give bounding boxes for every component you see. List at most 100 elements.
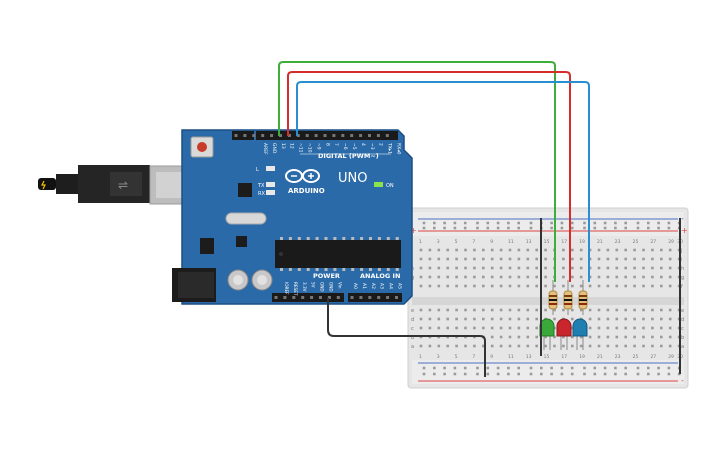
- breadboard-hole[interactable]: [526, 317, 530, 321]
- breadboard-hole[interactable]: [642, 335, 645, 339]
- rail-hole[interactable]: [486, 221, 490, 225]
- breadboard-hole[interactable]: [446, 308, 449, 312]
- breadboard-hole[interactable]: [499, 257, 503, 261]
- breadboard-hole[interactable]: [517, 344, 521, 348]
- breadboard-hole[interactable]: [562, 335, 565, 339]
- rail-hole[interactable]: [667, 221, 671, 225]
- power-pin-hole[interactable]: [336, 296, 340, 299]
- breadboard-hole[interactable]: [473, 284, 476, 288]
- breadboard-hole[interactable]: [544, 257, 547, 261]
- breadboard-hole[interactable]: [517, 317, 521, 321]
- breadboard-hole[interactable]: [455, 275, 458, 279]
- rail-hole[interactable]: [647, 226, 650, 230]
- breadboard-hole[interactable]: [455, 344, 458, 348]
- digital-pin-hole[interactable]: [385, 134, 389, 137]
- breadboard-hole[interactable]: [490, 344, 494, 348]
- rail-hole[interactable]: [529, 226, 533, 230]
- breadboard-hole[interactable]: [419, 257, 423, 261]
- breadboard-hole[interactable]: [446, 326, 449, 330]
- rail-hole[interactable]: [507, 226, 510, 230]
- breadboard-hole[interactable]: [517, 248, 521, 252]
- breadboard-hole[interactable]: [668, 344, 672, 348]
- rail-hole[interactable]: [550, 372, 553, 376]
- rail-hole[interactable]: [496, 366, 500, 370]
- breadboard-hole[interactable]: [660, 284, 663, 288]
- breadboard-hole[interactable]: [508, 248, 512, 252]
- breadboard-hole[interactable]: [615, 248, 619, 252]
- rail-hole[interactable]: [529, 366, 533, 370]
- breadboard-hole[interactable]: [571, 317, 574, 321]
- breadboard-hole[interactable]: [668, 317, 672, 321]
- digital-pin-hole[interactable]: [332, 134, 336, 137]
- breadboard-hole[interactable]: [508, 308, 512, 312]
- breadboard-hole[interactable]: [419, 248, 423, 252]
- breadboard-hole[interactable]: [535, 275, 538, 279]
- rail-hole[interactable]: [550, 221, 553, 225]
- rail-hole[interactable]: [476, 221, 479, 225]
- breadboard-hole[interactable]: [499, 308, 503, 312]
- breadboard-hole[interactable]: [499, 284, 503, 288]
- rail-hole[interactable]: [614, 372, 617, 376]
- rail-hole[interactable]: [583, 221, 586, 225]
- power-pin-hole[interactable]: [327, 296, 331, 299]
- breadboard-hole[interactable]: [660, 326, 663, 330]
- red-led[interactable]: [556, 318, 572, 350]
- breadboard-hole[interactable]: [642, 326, 645, 330]
- breadboard-hole[interactable]: [490, 326, 494, 330]
- breadboard-hole[interactable]: [553, 335, 556, 339]
- breadboard-hole[interactable]: [473, 344, 476, 348]
- breadboard-hole[interactable]: [562, 248, 565, 252]
- power-pin-hole[interactable]: [283, 296, 287, 299]
- rail-hole[interactable]: [583, 226, 586, 230]
- breadboard-hole[interactable]: [562, 284, 565, 288]
- analog-pin-hole[interactable]: [368, 296, 372, 299]
- breadboard-hole[interactable]: [624, 308, 627, 312]
- power-pin-hole[interactable]: [319, 296, 322, 299]
- blue-led[interactable]: [572, 318, 588, 350]
- digital-pin-hole[interactable]: [341, 134, 345, 137]
- breadboard-hole[interactable]: [526, 275, 530, 279]
- breadboard-hole[interactable]: [446, 344, 449, 348]
- rail-hole[interactable]: [667, 366, 671, 370]
- breadboard-hole[interactable]: [517, 275, 521, 279]
- digital-pin-hole[interactable]: [368, 134, 371, 137]
- breadboard-hole[interactable]: [668, 326, 672, 330]
- breadboard-hole[interactable]: [428, 326, 432, 330]
- breadboard-hole[interactable]: [553, 317, 556, 321]
- analog-pin-hole[interactable]: [359, 296, 363, 299]
- resistor-3[interactable]: [578, 280, 588, 315]
- breadboard-hole[interactable]: [428, 248, 432, 252]
- rail-hole[interactable]: [529, 221, 533, 225]
- breadboard-hole[interactable]: [624, 275, 627, 279]
- breadboard-hole[interactable]: [660, 266, 663, 270]
- breadboard-hole[interactable]: [651, 257, 654, 261]
- breadboard-hole[interactable]: [588, 284, 592, 288]
- breadboard-hole[interactable]: [490, 308, 494, 312]
- breadboard-hole[interactable]: [571, 257, 574, 261]
- breadboard-hole[interactable]: [571, 335, 574, 339]
- breadboard-hole[interactable]: [615, 266, 619, 270]
- breadboard-hole[interactable]: [579, 335, 583, 339]
- rail-hole[interactable]: [603, 226, 607, 230]
- rail-hole[interactable]: [496, 226, 500, 230]
- breadboard-hole[interactable]: [437, 248, 441, 252]
- rail-hole[interactable]: [433, 366, 436, 370]
- breadboard-hole[interactable]: [473, 257, 476, 261]
- breadboard-hole[interactable]: [446, 248, 449, 252]
- breadboard-hole[interactable]: [606, 344, 610, 348]
- breadboard-hole[interactable]: [446, 257, 449, 261]
- breadboard-hole[interactable]: [633, 308, 636, 312]
- rail-hole[interactable]: [614, 226, 617, 230]
- breadboard-hole[interactable]: [437, 257, 441, 261]
- breadboard-hole[interactable]: [571, 284, 574, 288]
- breadboard-hole[interactable]: [535, 317, 538, 321]
- breadboard-hole[interactable]: [517, 335, 521, 339]
- digital-pin-hole[interactable]: [314, 134, 318, 137]
- breadboard-hole[interactable]: [464, 275, 467, 279]
- breadboard-hole[interactable]: [526, 326, 530, 330]
- green-wire[interactable]: [278, 61, 556, 282]
- breadboard-hole[interactable]: [490, 266, 494, 270]
- rail-hole[interactable]: [636, 226, 640, 230]
- breadboard-hole[interactable]: [588, 275, 592, 279]
